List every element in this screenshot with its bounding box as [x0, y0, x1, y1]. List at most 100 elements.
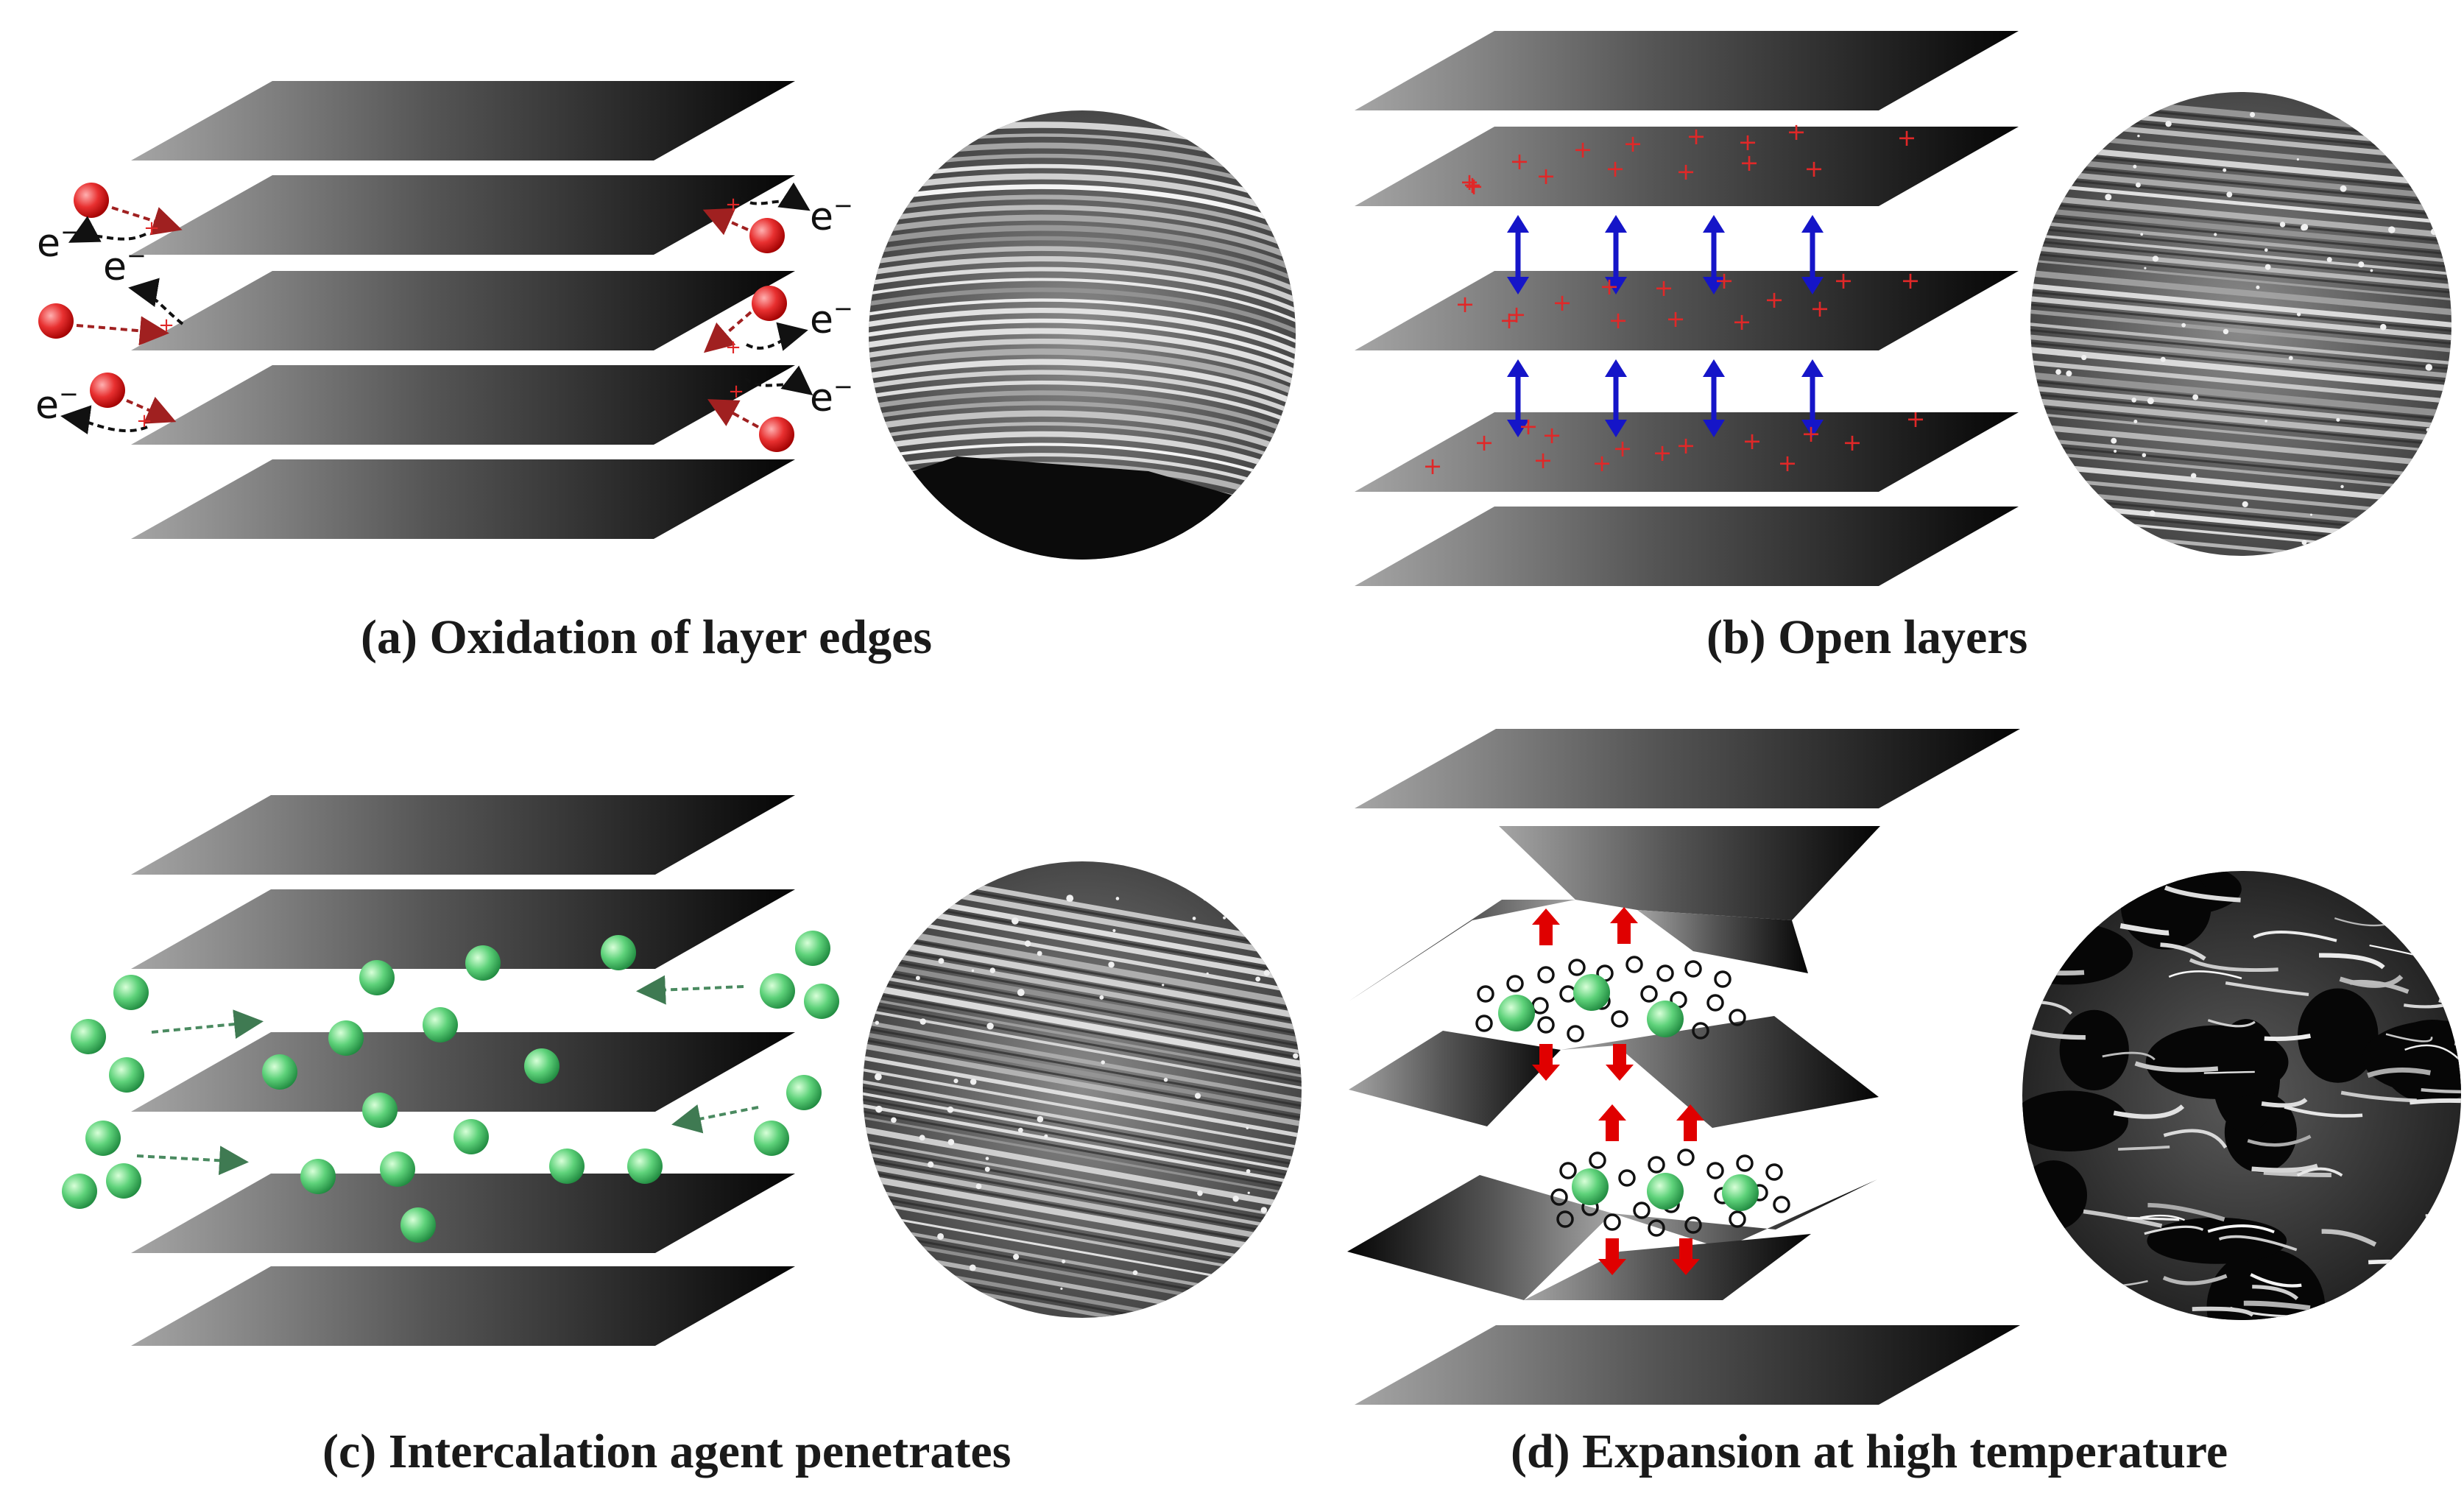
sem-particle: [2149, 510, 2156, 517]
sem-layer-texture: [2030, 420, 2451, 471]
sem-layer-texture: [863, 1026, 1302, 1120]
green-particle-icon: [760, 973, 795, 1009]
sem-wall-texture: [2421, 1088, 2461, 1094]
sem-particle: [1101, 1060, 1105, 1065]
graphite-sheet: [131, 889, 795, 969]
sem-particle: [2415, 506, 2423, 513]
sem-layer-texture: [863, 1003, 1302, 1095]
sem-layer-texture: [869, 380, 1296, 429]
green-particle-icon: [400, 1207, 436, 1243]
panel-c-graphite-stack: [131, 795, 795, 1346]
plus-charge-label: +: [1613, 434, 1633, 462]
green-particle-icon: [601, 935, 636, 970]
electron-icon: e−: [810, 191, 853, 239]
sem-particle: [947, 1106, 954, 1113]
bubble-icon: [1589, 1151, 1606, 1169]
bubble-icon: [1706, 1162, 1724, 1179]
sem-layer-texture: [869, 267, 1296, 316]
sem-particle: [1246, 1169, 1251, 1174]
red-arrow-icon: [1610, 907, 1638, 944]
sem-wall-texture: [2284, 1105, 2363, 1118]
sem-layer-texture: [2030, 320, 2451, 368]
bubble-icon: [1603, 1213, 1621, 1231]
sem-particle: [2264, 248, 2268, 252]
green-particle-icon: [1572, 1168, 1609, 1205]
bubble-icon: [1618, 1169, 1636, 1187]
blue-double-arrow-icon: [1801, 359, 1824, 437]
caption-panel-c: (c) Intercalation agent penetrates: [322, 1425, 1012, 1478]
sem-layer-texture: [2030, 281, 2451, 331]
sem-layer-texture: [863, 1135, 1302, 1227]
sem-particle: [2135, 182, 2141, 188]
sem-wall-texture: [2119, 923, 2170, 936]
sem-layer-texture: [863, 1063, 1302, 1154]
plus-charge-label: +: [1606, 155, 1625, 183]
sem-particle: [2425, 364, 2433, 371]
dashed-arrow: [128, 278, 184, 325]
plus-charge-label: +: [1901, 267, 1921, 294]
sem-layer-texture: [2001, 582, 2464, 627]
sem-layer-texture: [2030, 344, 2451, 395]
sem-layer-texture: [2030, 199, 2451, 246]
sem-layer-texture: [863, 991, 1302, 1083]
sem-particle: [2048, 428, 2053, 434]
caption-panel-d: (d) Expansion at high temperature: [1511, 1425, 2228, 1478]
sem-particle: [1066, 895, 1074, 903]
sem-particle: [1247, 1191, 1250, 1194]
electron-icon: e−: [103, 241, 147, 289]
dashed-arrow: [703, 311, 752, 353]
bubble-icon: [1633, 1202, 1651, 1219]
sem-particle: [1294, 959, 1299, 964]
sem-particle: [941, 861, 945, 864]
sem-particle: [2358, 261, 2365, 268]
sem-layer-texture: [869, 255, 1296, 306]
green-particle-icon: [71, 1019, 106, 1054]
bubble-icon: [1684, 960, 1702, 978]
dashed-arrow: [739, 182, 811, 211]
sem-particle: [975, 1183, 982, 1190]
graphite-sheet: [131, 1266, 795, 1346]
green-particle-icon: [106, 1163, 141, 1199]
graphite-sheet: [131, 1174, 795, 1253]
sem-particle: [2326, 257, 2332, 263]
sem-layer-texture: [2030, 211, 2451, 258]
sem-particle: [2181, 322, 2186, 328]
sem-layer-texture: [863, 950, 1302, 1041]
sem-layer-texture: [2030, 224, 2451, 271]
sem-layer-texture: [2030, 256, 2451, 303]
sem-layer-texture: [833, 1333, 1331, 1422]
bubble-icon: [1568, 959, 1586, 976]
blue-double-arrow-icon: [1801, 215, 1824, 294]
dashed-arrow: [744, 365, 813, 395]
plus-charge-label: +: [1654, 274, 1674, 302]
graphite-sheet: [1355, 31, 2019, 110]
sem-pore: [2145, 1025, 2289, 1099]
sem-particle: [938, 958, 945, 964]
plus-charge-label: +: [1536, 162, 1556, 190]
sem-pore: [2059, 1009, 2129, 1091]
sem-particle: [2250, 112, 2256, 118]
plus-charge-label: +: [1460, 168, 1480, 196]
sem-particle: [1037, 950, 1042, 956]
sem-wall-texture: [2160, 942, 2206, 961]
sem-wall-texture: [2367, 1067, 2431, 1078]
sem-particle: [2142, 453, 2147, 457]
dashed-arrow: [136, 1146, 249, 1176]
blue-double-arrow-icon: [1703, 359, 1725, 437]
sem-layer-texture: [863, 1141, 1302, 1232]
bubble-icon: [1729, 1210, 1746, 1228]
plus-charge-label: +: [1676, 431, 1696, 459]
green-particle-icon: [1647, 1001, 1684, 1037]
blue-double-arrow-icon: [1605, 359, 1627, 437]
plus-charge-label: +: [1778, 449, 1798, 477]
green-particle-icon: [85, 1121, 121, 1156]
sem-particle: [2066, 370, 2072, 377]
sem-wall-texture: [2168, 970, 2242, 980]
sem-layer-texture: [863, 1081, 1302, 1172]
sem-particle: [1232, 1196, 1239, 1202]
plus-charge-label: +: [1743, 427, 1762, 455]
dashed-arrow: [671, 1104, 759, 1134]
sem-pore: [2206, 1248, 2326, 1320]
green-particle-icon: [380, 1151, 415, 1187]
sem-wall-texture: [2192, 1306, 2255, 1317]
